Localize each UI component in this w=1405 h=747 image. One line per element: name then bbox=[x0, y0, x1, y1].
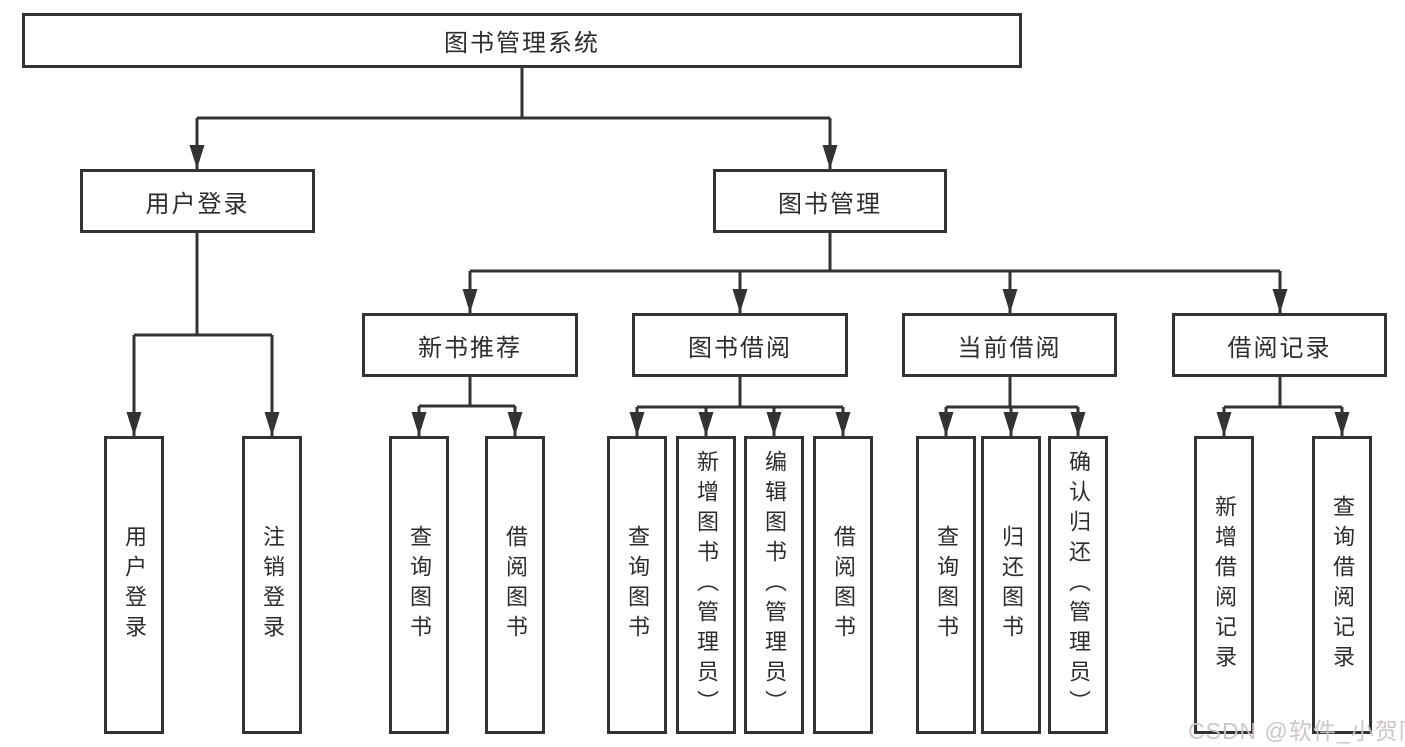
leaf-rec-borrow-book-label: 借阅图书 bbox=[503, 525, 528, 645]
leaf-bb-query-book: 查询图书 bbox=[607, 436, 667, 734]
node-current-borrow: 当前借阅 bbox=[902, 313, 1117, 377]
node-user-login: 用户登录 bbox=[80, 169, 315, 233]
node-book-borrow: 图书借阅 bbox=[632, 313, 848, 377]
leaf-bb-borrow-book-label: 借阅图书 bbox=[831, 525, 856, 645]
leaf-cb-return-book-label: 归还图书 bbox=[999, 525, 1024, 645]
node-book-mgmt: 图书管理 bbox=[713, 169, 947, 233]
leaf-br-query-record-label: 查询借阅记录 bbox=[1330, 495, 1355, 675]
leaf-cb-query-book: 查询图书 bbox=[916, 436, 976, 734]
edge-group-book-mgmt bbox=[462, 233, 1288, 313]
leaf-bb-add-book-label: 新增图书（管理员） bbox=[694, 450, 719, 720]
edge-group-current-borrow bbox=[938, 377, 1086, 436]
edge-group-user-login bbox=[126, 233, 280, 436]
leaf-cb-confirm-return: 确认归还（管理员） bbox=[1048, 436, 1108, 734]
leaf-br-query-record: 查询借阅记录 bbox=[1312, 436, 1372, 734]
leaf-br-add-record: 新增借阅记录 bbox=[1194, 436, 1254, 734]
node-book-mgmt-label: 图书管理 bbox=[778, 190, 882, 218]
watermark-text: CSDN @软件_小贺同学 bbox=[1188, 718, 1405, 744]
edge-group-book-borrow bbox=[629, 377, 851, 436]
node-new-book-rec: 新书推荐 bbox=[362, 313, 578, 377]
leaf-bb-borrow-book: 借阅图书 bbox=[813, 436, 873, 734]
node-borrow-record-label: 借阅记录 bbox=[1227, 334, 1332, 362]
leaf-br-add-record-label: 新增借阅记录 bbox=[1212, 495, 1237, 675]
node-user-login-label: 用户登录 bbox=[145, 190, 250, 218]
leaf-cb-query-book-label: 查询图书 bbox=[934, 525, 959, 645]
node-root: 图书管理系统 bbox=[22, 13, 1022, 68]
leaf-logout: 注销登录 bbox=[242, 436, 302, 734]
leaf-login: 用户登录 bbox=[104, 436, 164, 734]
leaf-rec-query-book: 查询图书 bbox=[389, 436, 449, 734]
leaf-cb-confirm-return-label: 确认归还（管理员） bbox=[1066, 450, 1091, 720]
node-current-borrow-label: 当前借阅 bbox=[957, 334, 1062, 362]
edge-group-root bbox=[189, 68, 838, 169]
leaf-bb-edit-book: 编辑图书（管理员） bbox=[744, 436, 804, 734]
leaf-cb-return-book: 归还图书 bbox=[981, 436, 1041, 734]
node-borrow-record: 借阅记录 bbox=[1172, 313, 1387, 377]
leaf-bb-query-book-label: 查询图书 bbox=[625, 525, 650, 645]
edge-group-borrow-record bbox=[1216, 377, 1350, 436]
leaf-rec-query-book-label: 查询图书 bbox=[407, 525, 432, 645]
leaf-login-label: 用户登录 bbox=[122, 525, 147, 645]
leaf-bb-edit-book-label: 编辑图书（管理员） bbox=[762, 450, 787, 720]
leaf-logout-label: 注销登录 bbox=[260, 525, 285, 645]
node-new-book-rec-label: 新书推荐 bbox=[418, 334, 522, 362]
leaf-bb-add-book: 新增图书（管理员） bbox=[676, 436, 736, 734]
node-root-label: 图书管理系统 bbox=[444, 30, 600, 57]
node-book-borrow-label: 图书借阅 bbox=[688, 334, 792, 362]
leaf-rec-borrow-book: 借阅图书 bbox=[485, 436, 545, 734]
edge-group-new-book-rec bbox=[411, 377, 523, 436]
